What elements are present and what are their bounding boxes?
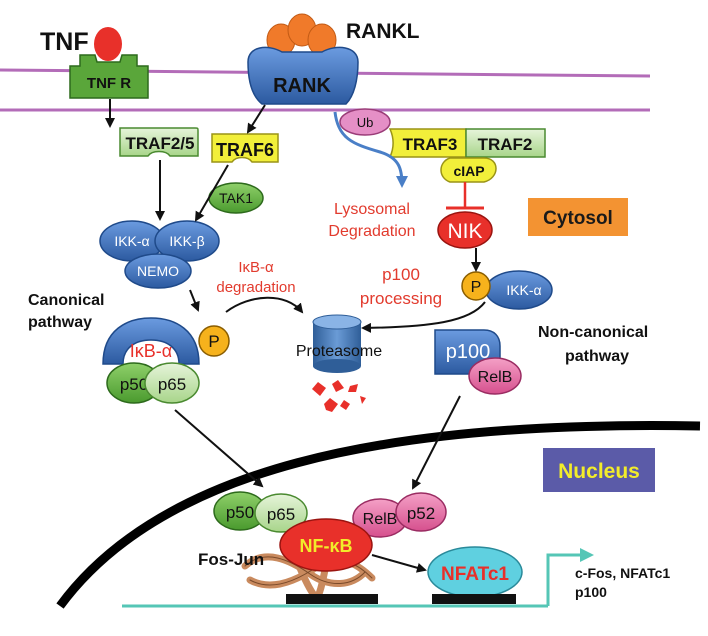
tnfr-receptor: [69, 54, 149, 99]
ikka-nc-label: IKK-α: [506, 282, 541, 298]
phospho-canonical: [198, 325, 230, 357]
lysosomal-arrow: [333, 111, 408, 188]
p50-nuclear-label: p50: [226, 503, 254, 522]
ub-tag: [339, 108, 391, 136]
tnf-label: TNF: [40, 28, 89, 56]
noncanonical-label-1: Non-canonical: [538, 324, 648, 341]
nfkb-oval: [279, 518, 373, 572]
p50-canonical-label: p50: [120, 375, 148, 394]
ikk-beta-label: IKK-β: [169, 233, 204, 249]
traf6-box: [211, 133, 279, 163]
p65-nuclear: [254, 493, 308, 533]
ikba-degradation-label-1: IκB-α: [238, 259, 274, 276]
phospho-nc: [461, 271, 491, 301]
p100-processing-label-1: p100: [382, 265, 420, 284]
lysosomal-label-1: Lysosomal: [334, 201, 410, 218]
ikba-degradation-label-2: degradation: [216, 279, 295, 296]
transcription-arrow: [546, 548, 594, 606]
tak1-label: TAK1: [219, 190, 253, 206]
rankl-label: RANKL: [346, 20, 420, 43]
traf6-label: TRAF6: [216, 140, 274, 160]
relb-nc: [468, 357, 522, 395]
traf25-label: TRAF2/5: [126, 134, 195, 153]
nucleus-box: [543, 448, 655, 492]
traf2-box: [465, 128, 546, 158]
nemo-label: NEMO: [137, 263, 179, 279]
degraded-fragments: [312, 380, 366, 412]
phospho-canonical-label: P: [208, 332, 219, 351]
cytosol-label: Cytosol: [543, 208, 613, 229]
tnfr-label: TNF R: [87, 75, 131, 92]
dna-site-2: [432, 594, 516, 604]
p65-canonical: [144, 362, 200, 404]
canonical-label-1: Canonical: [28, 292, 104, 309]
p100-label: p100: [446, 341, 491, 363]
cytosol-box: [528, 198, 628, 236]
phospho-nc-label: P: [471, 279, 482, 296]
canonical-label-2: pathway: [28, 314, 92, 331]
noncanonical-label-2: pathway: [565, 348, 629, 365]
rank-label: RANK: [273, 75, 331, 97]
dna-site-1: [286, 594, 378, 604]
nik-oval: [437, 211, 493, 249]
targets-label-1: c-Fos, NFATc1: [575, 565, 670, 581]
relb-nc-label: RelB: [478, 369, 513, 386]
nuclear-envelope: [56, 421, 701, 609]
traf3-box: [388, 128, 467, 158]
p52-nuclear: [395, 492, 447, 532]
p52-nuclear-label: p52: [407, 504, 435, 523]
pathway-arrows: [105, 99, 486, 573]
traf2-label: TRAF2: [478, 135, 533, 154]
fos-jun-label: Fos-Jun: [198, 550, 264, 569]
proteasome: [312, 314, 362, 373]
targets-label-2: p100: [575, 584, 607, 600]
relb-nuclear-label: RelB: [363, 511, 398, 528]
tnf-ligand: [94, 27, 122, 61]
rank-receptor: [247, 46, 359, 105]
ikba-cap: [102, 317, 200, 365]
ikk-beta: [154, 220, 220, 262]
lysosomal-label-2: Degradation: [328, 223, 415, 240]
nik-label: NIK: [447, 220, 482, 243]
nfatc1-label: NFATc1: [441, 564, 509, 585]
ub-label: Ub: [357, 115, 374, 130]
traf25-box: [119, 127, 199, 157]
nemo: [124, 253, 192, 289]
p100-processing-label-2: processing: [360, 289, 442, 308]
ciap-label: cIAP: [453, 163, 484, 179]
proteasome-label: Proteasome: [296, 343, 382, 360]
nucleus-label: Nucleus: [558, 460, 640, 483]
ikk-alpha-label: IKK-α: [114, 233, 149, 249]
p65-nuclear-label: p65: [267, 505, 295, 524]
ciap-box: [440, 157, 497, 183]
ikba-label: IκB-α: [130, 341, 172, 361]
nfkb-label: NF-κB: [299, 536, 352, 556]
p65-canonical-label: p65: [158, 375, 186, 394]
traf3-label: TRAF3: [403, 135, 458, 154]
